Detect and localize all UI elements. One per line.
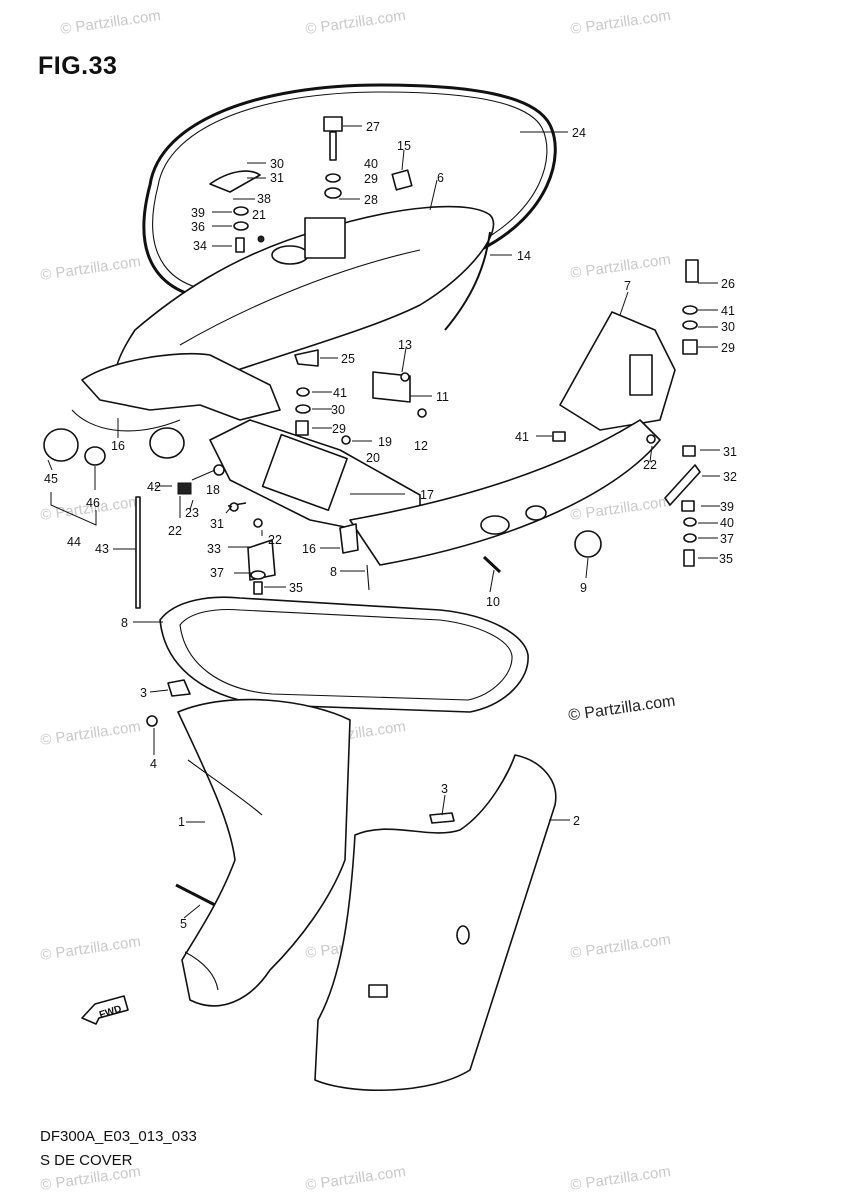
callout: 8 <box>121 616 128 630</box>
callout: 37 <box>720 532 734 546</box>
callout: 27 <box>366 120 380 134</box>
callout: 1 <box>178 815 185 829</box>
callout: 30 <box>721 320 735 334</box>
callout: 6 <box>437 171 444 185</box>
callout: 30 <box>331 403 345 417</box>
callout: 12 <box>414 439 428 453</box>
callout: 29 <box>332 422 346 436</box>
side-cover-right-2 <box>314 754 557 1092</box>
callout: 7 <box>624 279 631 293</box>
callout: 42 <box>147 480 161 494</box>
callout: 8 <box>330 565 337 579</box>
callout: 20 <box>366 451 380 465</box>
callout: 43 <box>95 542 109 556</box>
callout: 21 <box>252 208 266 222</box>
callout: 45 <box>44 472 58 486</box>
callout: 35 <box>289 581 303 595</box>
callout: 41 <box>721 304 735 318</box>
callout: 3 <box>441 782 448 796</box>
callout: 38 <box>257 192 271 206</box>
callout: 11 <box>436 390 449 404</box>
callout: 4 <box>150 757 157 771</box>
callout: 5 <box>180 917 187 931</box>
callout: 22 <box>168 524 182 538</box>
strip-16-upper <box>444 231 491 331</box>
callout: 16 <box>302 542 316 556</box>
bracket-15 <box>71 352 281 432</box>
figure-title: FIG.33 <box>38 52 118 80</box>
callout: 39 <box>191 206 205 220</box>
callout: 39 <box>720 500 734 514</box>
callout: 41 <box>515 430 529 444</box>
callout: 35 <box>719 552 733 566</box>
callout: 36 <box>191 220 205 234</box>
callout: 40 <box>720 516 734 530</box>
section-name: S DE COVER <box>40 1152 133 1169</box>
callout: 13 <box>398 338 412 352</box>
callout: 23 <box>185 506 199 520</box>
callout: 37 <box>210 566 224 580</box>
callout: 41 <box>333 386 347 400</box>
callout: 16 <box>111 439 125 453</box>
callout: 22 <box>268 533 282 547</box>
callout: 31 <box>270 171 284 185</box>
callout: 28 <box>364 193 378 207</box>
callout: 31 <box>723 445 737 459</box>
callout: 17 <box>420 488 434 502</box>
drawing-code: DF300A_E03_013_033 <box>40 1128 197 1145</box>
side-cover-left-1 <box>177 698 351 1007</box>
callout: 40 <box>364 157 378 171</box>
callout: 2 <box>573 814 580 828</box>
callout: 15 <box>397 139 411 153</box>
upper-cover-6 <box>114 205 495 399</box>
callout: 3 <box>140 686 147 700</box>
small-fasteners <box>43 116 701 907</box>
callout: 18 <box>206 483 220 497</box>
callout: 10 <box>486 595 500 609</box>
callout: 33 <box>207 542 221 556</box>
callout: 29 <box>364 172 378 186</box>
bracket-7 <box>559 311 676 431</box>
seal-frame-8 <box>159 596 529 713</box>
callout: 31 <box>210 517 224 531</box>
callout: 44 <box>67 535 81 549</box>
fwd-marker: FWD <box>81 995 129 1025</box>
callout: 30 <box>270 157 284 171</box>
callout-labels: 1 2 3 3 4 5 6 7 8 8 9 10 11 12 13 14 16 … <box>44 120 737 931</box>
callout: 25 <box>341 352 355 366</box>
callout: 14 <box>517 249 531 263</box>
callout: 24 <box>572 126 586 140</box>
callout: 32 <box>723 470 737 484</box>
leader-lines <box>47 125 720 919</box>
callout: 19 <box>378 435 392 449</box>
callout: 26 <box>721 277 735 291</box>
front-band <box>349 419 661 566</box>
callout: 29 <box>721 341 735 355</box>
callout: 9 <box>580 581 587 595</box>
callout: 22 <box>643 458 657 472</box>
callout: 34 <box>193 239 207 253</box>
callout: 46 <box>86 496 100 510</box>
